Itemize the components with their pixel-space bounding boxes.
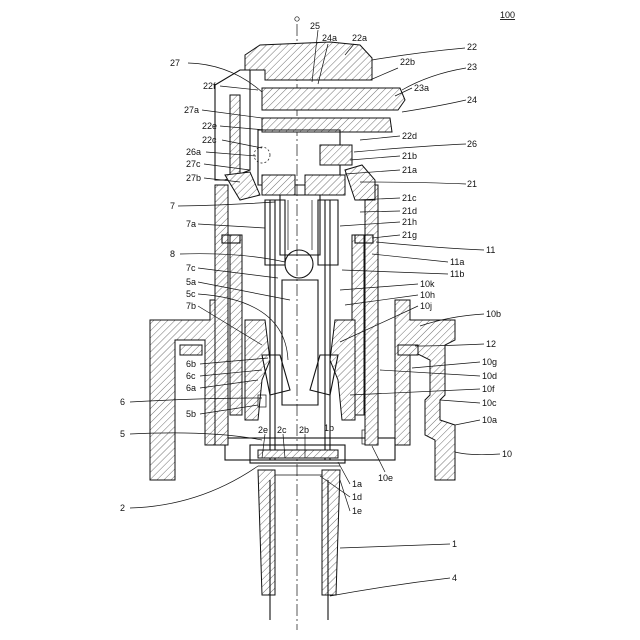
label-21: 21 — [467, 179, 477, 189]
tube-1 — [258, 470, 340, 620]
label-23a: 23a — [414, 83, 429, 93]
stem-7 — [270, 195, 330, 460]
label-6b: 6b — [186, 359, 196, 369]
label-2c: 2c — [277, 425, 287, 435]
ball-8 — [285, 250, 313, 278]
label-10g: 10g — [482, 357, 497, 367]
label-8: 8 — [170, 249, 175, 259]
label-1d: 1d — [352, 492, 362, 502]
label-22b: 22b — [400, 57, 415, 67]
label-5b: 5b — [186, 409, 196, 419]
label-27b: 27b — [186, 173, 201, 183]
cylinder-21 — [254, 130, 352, 265]
label-10d: 10d — [482, 371, 497, 381]
label-10k: 10k — [420, 279, 435, 289]
label-11: 11 — [486, 245, 495, 255]
valve-seat-5 — [245, 280, 355, 420]
label-26: 26 — [467, 139, 477, 149]
label-6c: 6c — [186, 371, 196, 381]
label-11a: 11a — [450, 257, 464, 267]
label-5a: 5a — [186, 277, 196, 287]
base-2 — [250, 445, 345, 466]
label-7: 7 — [170, 201, 175, 211]
label-5c: 5c — [186, 289, 196, 299]
label-21b: 21b — [402, 151, 417, 161]
label-2b: 2b — [299, 425, 309, 435]
label-10e: 10e — [378, 473, 393, 483]
label-4: 4 — [452, 573, 457, 583]
label-22d: 22d — [402, 131, 417, 141]
label-7a: 7a — [186, 219, 196, 229]
label-2: 2 — [120, 503, 125, 513]
label-11b: 11b — [450, 269, 464, 279]
label-1a: 1a — [352, 479, 362, 489]
label-10f: 10f — [482, 384, 495, 394]
label-22e: 22e — [202, 121, 217, 131]
label-6a: 6a — [186, 383, 196, 393]
label-22: 22 — [467, 42, 477, 52]
label-21d: 21d — [402, 206, 417, 216]
label-25: 25 — [310, 21, 320, 31]
label-6: 6 — [120, 397, 125, 407]
label-1: 1 — [452, 539, 457, 549]
label-24a: 24a — [322, 33, 337, 43]
label-10b: 10b — [486, 309, 501, 319]
label-22c: 22c — [202, 135, 217, 145]
label-23: 23 — [467, 62, 477, 72]
label-22a: 22a — [352, 33, 367, 43]
label-21a: 21a — [402, 165, 417, 175]
label-27: 27 — [170, 58, 180, 68]
label-10: 10 — [502, 449, 512, 459]
label-21g: 21g — [402, 230, 417, 240]
label-26a: 26a — [186, 147, 201, 157]
label-1e: 1e — [352, 506, 362, 516]
label-7c: 7c — [186, 263, 196, 273]
label-24: 24 — [467, 95, 477, 105]
label-12: 12 — [486, 339, 496, 349]
label-10j: 10j — [420, 301, 432, 311]
label-10h: 10h — [420, 290, 435, 300]
label-27a: 27a — [184, 105, 199, 115]
label-10a: 10a — [482, 415, 497, 425]
label-5: 5 — [120, 429, 125, 439]
label-21h: 21h — [402, 217, 417, 227]
label-22f: 22f — [203, 81, 216, 91]
label-7b: 7b — [186, 301, 196, 311]
label-2e: 2e — [258, 425, 268, 435]
label-1b: 1b — [324, 423, 334, 433]
label-21c: 21c — [402, 193, 417, 203]
label-10c: 10c — [482, 398, 497, 408]
label-27c: 27c — [186, 159, 201, 169]
figure-number: 100 — [500, 10, 515, 20]
